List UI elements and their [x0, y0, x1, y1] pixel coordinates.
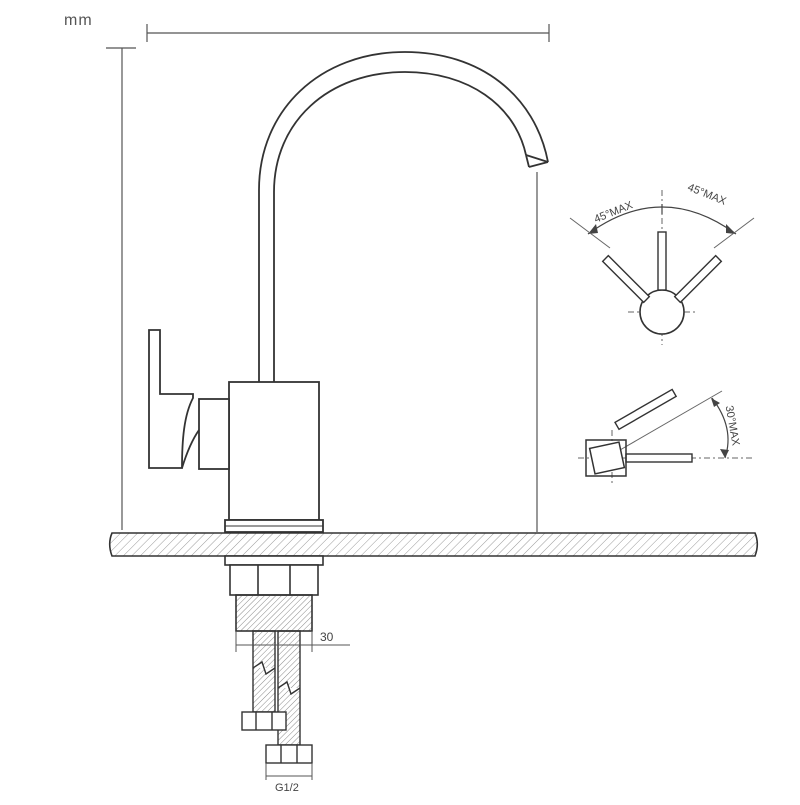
- swivel-left-label: 45°MAX: [593, 199, 636, 226]
- countertop: [108, 532, 759, 557]
- swivel-right-label: 45°MAX: [686, 181, 729, 208]
- swivel-angle-diagram: [569, 190, 755, 345]
- unit-label: mm: [64, 12, 93, 29]
- supply-hoses: [241, 630, 313, 764]
- tilt-label: 30°MAX: [723, 405, 742, 448]
- faucet-lever-handle: [148, 329, 230, 470]
- height-dimension-line: [106, 47, 136, 530]
- thread-size-label: G1/2: [275, 782, 299, 794]
- tilt-angle-diagram: [578, 388, 752, 485]
- hose-width-dimension: [235, 631, 350, 652]
- mounting-shank: [224, 555, 324, 632]
- faucet-body: [224, 381, 324, 533]
- hose-width-label: 30: [320, 630, 334, 644]
- thread-dimension: [265, 763, 313, 780]
- width-dimension-line: [146, 24, 550, 42]
- faucet-spout: [258, 51, 549, 382]
